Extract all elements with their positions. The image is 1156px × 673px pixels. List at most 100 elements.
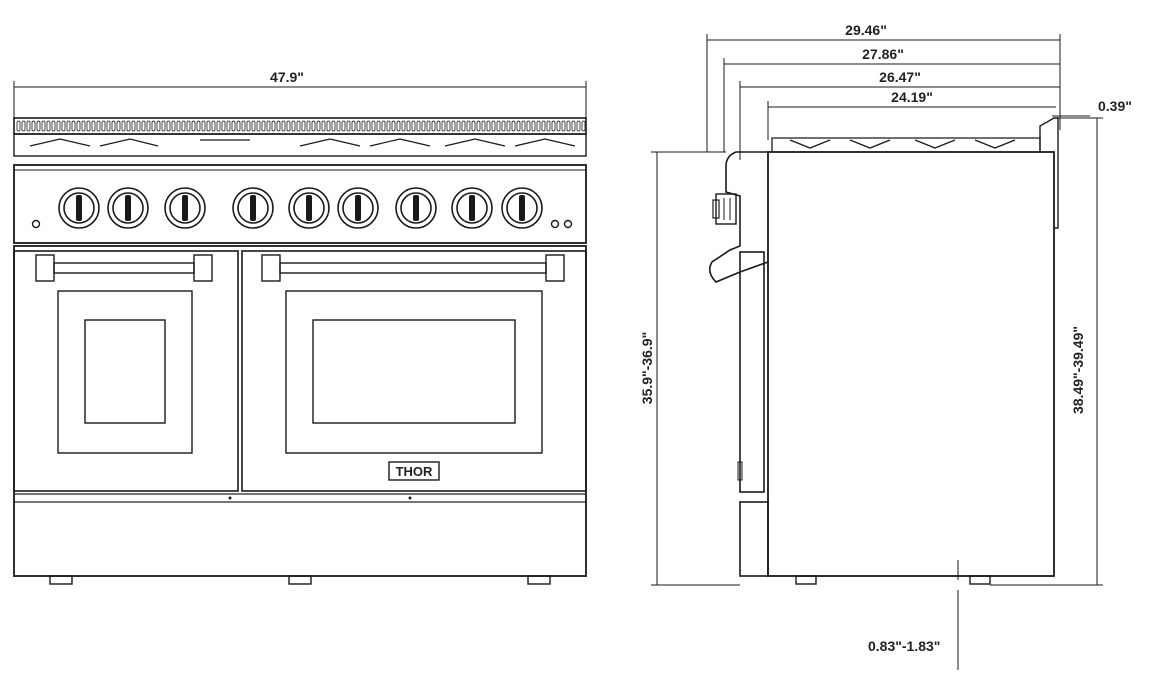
grate-tooth (26, 120, 31, 132)
grate-tooth (406, 120, 411, 132)
grate-tooth (91, 120, 96, 132)
grate-tooth (56, 120, 61, 132)
grate-tooth (261, 120, 266, 132)
burner-knob (58, 187, 100, 229)
side-grates (771, 137, 1041, 152)
height-left-label: 35.9"-36.9" (639, 332, 655, 404)
grate-tooth (361, 120, 366, 132)
control-panel (13, 164, 587, 244)
grate-tooth (441, 120, 446, 132)
grate-tooth (201, 120, 206, 132)
burner-knob (288, 187, 330, 229)
grate-tooth (116, 120, 121, 132)
grate-tooth (356, 120, 361, 132)
grate-tooth (311, 120, 316, 132)
front-view: 47.9" (13, 69, 587, 585)
grate-tooth (471, 120, 476, 132)
side-kick-plate (739, 501, 769, 577)
grate-tooth (121, 120, 126, 132)
grate-tooth (281, 120, 286, 132)
right-height-dimension: 38.49"-39.49" (990, 117, 1103, 586)
grate-tooth (396, 120, 401, 132)
grate-tooth (316, 120, 321, 132)
burner-grates (13, 133, 587, 157)
grate-tooth (206, 120, 211, 132)
grate-tooth (231, 120, 236, 132)
grate-tooth (86, 120, 91, 132)
grate-tooth (426, 120, 431, 132)
grate-tooth (546, 120, 551, 132)
grate-tooth (141, 120, 146, 132)
side-knob (712, 193, 737, 225)
grate-tooth (81, 120, 86, 132)
height-right-label: 38.49"-39.49" (1070, 326, 1086, 414)
burner-knob (501, 187, 543, 229)
grate-tooth (256, 120, 261, 132)
right-door-handle (261, 254, 565, 282)
backguard-dimension: 0.39" (1052, 98, 1132, 117)
grate-tooth (366, 120, 371, 132)
grate-tooth (131, 120, 136, 132)
indicator-light (31, 219, 41, 229)
grate-tooth (96, 120, 101, 132)
indicator-light (550, 219, 560, 229)
burner-knob (395, 187, 437, 229)
brand-badge: THOR (388, 461, 440, 481)
grate-tooth (331, 120, 336, 132)
grate-tooth (401, 120, 406, 132)
grate-tooth (571, 120, 576, 132)
grate-tooth (146, 120, 151, 132)
grate-tooth (446, 120, 451, 132)
grate-tooth (371, 120, 376, 132)
grate-tooth (451, 120, 456, 132)
grate-tooth (156, 120, 161, 132)
grate-tooth (101, 120, 106, 132)
grate-tooth (211, 120, 216, 132)
side-view: 29.46" 27.86" 26.47" 24.19" 0.39" (639, 22, 1132, 670)
grate-tooth (51, 120, 56, 132)
grate-tooth (31, 120, 36, 132)
control-knobs (58, 187, 543, 229)
burner-knob (232, 187, 274, 229)
front-width-label: 47.9" (270, 69, 304, 85)
left-oven-door (13, 250, 239, 492)
door-sill (13, 493, 587, 503)
grate-tooth (416, 120, 421, 132)
grate-tooth (181, 120, 186, 132)
grate-tooth (556, 120, 561, 132)
grate-tooth (251, 120, 256, 132)
grate-tooth (176, 120, 181, 132)
grate-tooth (216, 120, 221, 132)
grate-tooth (551, 120, 556, 132)
grate-tooth (436, 120, 441, 132)
front-feet (49, 575, 551, 585)
grate-tooth (466, 120, 471, 132)
grate-tooth (171, 120, 176, 132)
grate-tooth (491, 120, 496, 132)
grate-tooth (196, 120, 201, 132)
grate-tooth (301, 120, 306, 132)
depth-label-handle: 27.86" (862, 46, 904, 62)
grate-tooth (516, 120, 521, 132)
depth-label-body: 24.19" (891, 89, 933, 105)
grate-tooth (291, 120, 296, 132)
grate-tooth (341, 120, 346, 132)
grate-tooth (566, 120, 571, 132)
grate-tooth (376, 120, 381, 132)
grate-tooth (486, 120, 491, 132)
depth-label-knob: 26.47" (879, 69, 921, 85)
grate-tooth (476, 120, 481, 132)
grate-pattern (16, 120, 586, 132)
burner-knob (337, 187, 379, 229)
grate-tooth (36, 120, 41, 132)
grate-tooth (351, 120, 356, 132)
grate-tooth (381, 120, 386, 132)
grate-tooth (296, 120, 301, 132)
grate-tooth (481, 120, 486, 132)
grate-tooth (421, 120, 426, 132)
grate-tooth (191, 120, 196, 132)
grate-tooth (576, 120, 581, 132)
grate-tooth (41, 120, 46, 132)
side-control-panel (708, 151, 769, 283)
